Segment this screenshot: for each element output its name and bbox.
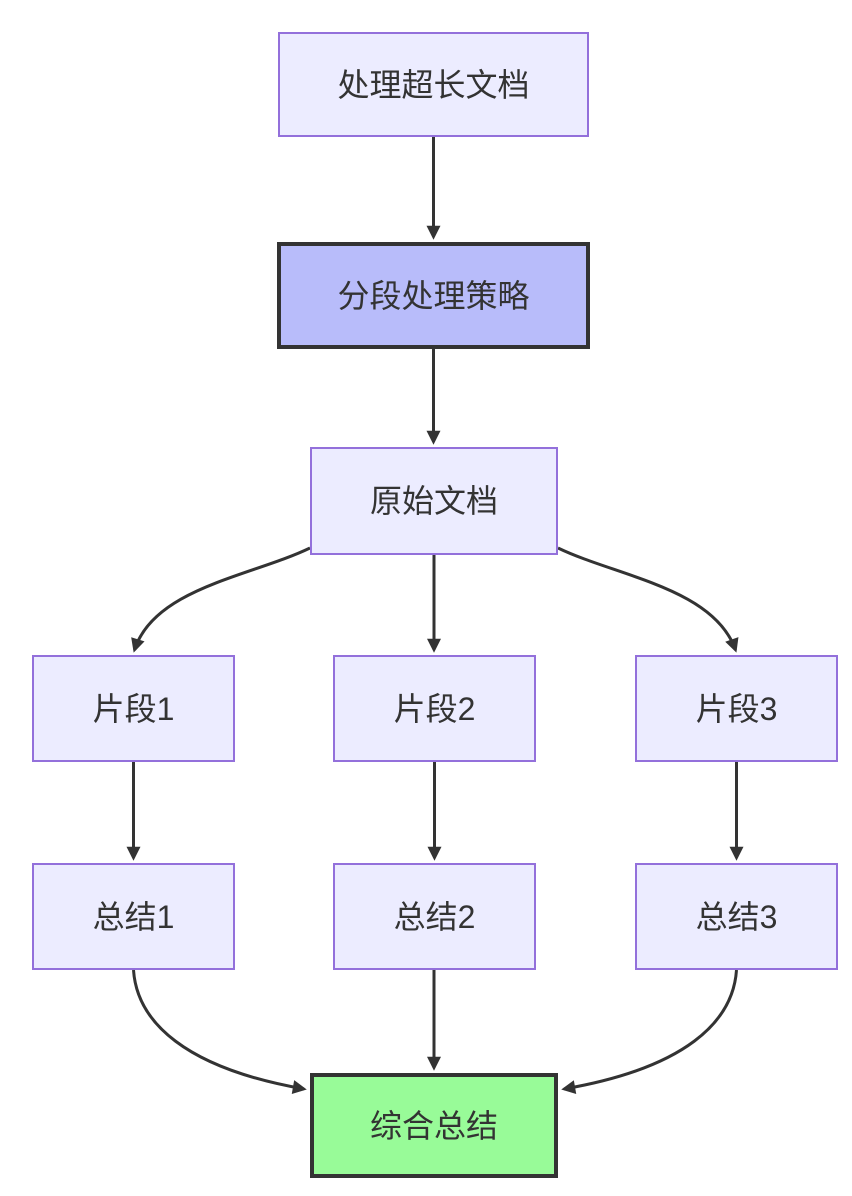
edge-sum1-to-final (132, 969, 307, 1094)
edge-doc-to-seg1 (131, 546, 311, 653)
node-process-long-document: 处理超长文档 (278, 32, 589, 137)
node-label: 处理超长文档 (337, 66, 530, 103)
node-segment-2: 片段2 (333, 655, 536, 762)
node-label: 总结1 (92, 898, 175, 935)
node-label: 原始文档 (369, 483, 498, 519)
node-original-document: 原始文档 (310, 447, 558, 555)
node-segmentation-strategy: 分段处理策略 (277, 242, 590, 349)
node-label: 片段2 (393, 690, 476, 727)
node-segment-3: 片段3 (635, 655, 838, 762)
node-summary-2: 总结2 (333, 863, 536, 970)
edge-doc-to-seg3 (557, 546, 739, 653)
node-combined-summary: 综合总结 (310, 1073, 558, 1178)
node-label: 总结2 (393, 898, 476, 935)
node-summary-3: 总结3 (635, 863, 838, 970)
node-label: 综合总结 (369, 1107, 498, 1144)
node-label: 片段1 (92, 690, 175, 727)
node-segment-1: 片段1 (32, 655, 235, 762)
node-summary-1: 总结1 (32, 863, 235, 970)
edge-sum3-to-final (561, 969, 738, 1094)
node-label: 片段3 (695, 690, 778, 727)
node-label: 总结3 (695, 898, 778, 935)
node-label: 分段处理策略 (337, 277, 530, 314)
